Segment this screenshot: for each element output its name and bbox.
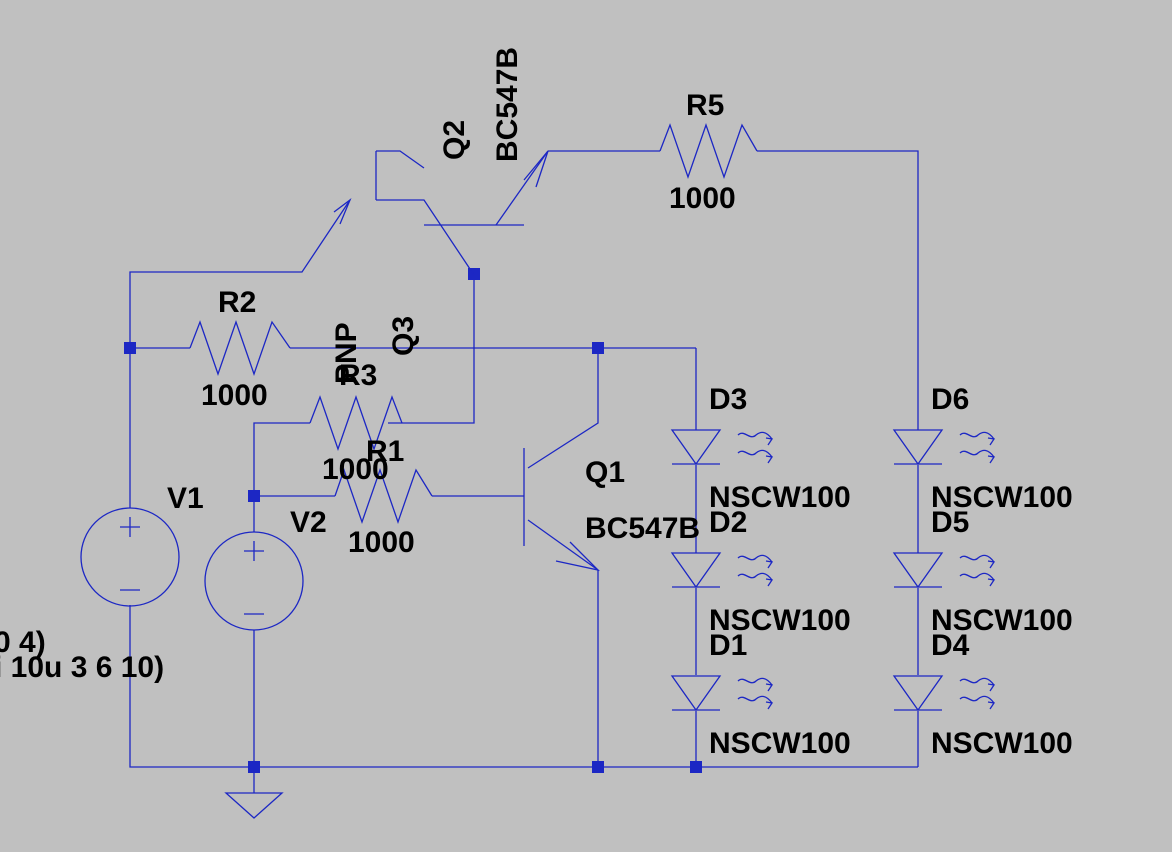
transistor-q1[interactable]: [523, 448, 601, 572]
d3-model-label: NSCW100: [709, 481, 851, 514]
q1-name-label: Q1: [585, 456, 625, 489]
r3-value-label: 1000: [322, 453, 389, 486]
led-d6[interactable]: [892, 429, 996, 466]
transistor-q2[interactable]: [424, 150, 549, 226]
d3-name-label: D3: [709, 383, 747, 416]
q2-model-label: BC547B: [491, 47, 524, 162]
r1-value-label: 1000: [348, 526, 415, 559]
voltage-source-v2[interactable]: [204, 531, 304, 631]
d4-name-label: D4: [931, 629, 970, 662]
d2-name-label: D2: [709, 506, 747, 539]
led-d3[interactable]: [670, 429, 774, 466]
q2-name-label: Q2: [438, 120, 471, 160]
voltage-source-v1[interactable]: [80, 507, 180, 607]
junction-dot: [690, 761, 702, 773]
wires: [129, 150, 919, 768]
junction-dot: [592, 342, 604, 354]
junction-dot: [124, 342, 136, 354]
led-d1[interactable]: [670, 675, 774, 712]
led-d4[interactable]: [892, 675, 996, 712]
source-text-line1: 0 4): [0, 626, 46, 659]
resistor-r1[interactable]: [334, 468, 433, 524]
source-text-line2: i 10u 3 6 10): [0, 651, 164, 684]
d1-model-label: NSCW100: [709, 727, 851, 760]
q3-name-label: Q3: [387, 316, 420, 356]
v1-name-label: V1: [167, 482, 204, 515]
d5-model-label: NSCW100: [931, 604, 1073, 637]
r2-name-label: R2: [218, 286, 256, 319]
led-d2[interactable]: [670, 552, 774, 589]
d1-name-label: D1: [709, 629, 747, 662]
r3-name-label: R3: [339, 359, 377, 392]
junction-dot: [592, 761, 604, 773]
d2-model-label: NSCW100: [709, 604, 851, 637]
r5-value-label: 1000: [669, 182, 736, 215]
junction-dot: [248, 490, 260, 502]
resistor-r2[interactable]: [189, 320, 291, 376]
d6-model-label: NSCW100: [931, 481, 1073, 514]
r1-name-label: R1: [366, 435, 404, 468]
d4-model-label: NSCW100: [931, 727, 1073, 760]
q3-model-label: PNP: [330, 322, 363, 384]
d5-name-label: D5: [931, 506, 969, 539]
ground-symbol: [224, 767, 284, 819]
resistor-r5[interactable]: [659, 123, 758, 179]
q1-model-label: BC547B: [585, 512, 700, 545]
r2-value-label: 1000: [201, 379, 268, 412]
resistor-r3[interactable]: [309, 395, 403, 451]
d6-name-label: D6: [931, 383, 969, 416]
labels: Q2 BC547B PNP Q3 R5 1000 R2 1000 R3 1000…: [0, 47, 1073, 760]
v2-name-label: V2: [290, 506, 327, 539]
transistor-q3[interactable]: [333, 150, 475, 276]
r5-name-label: R5: [686, 89, 724, 122]
led-d5[interactable]: [892, 552, 996, 589]
